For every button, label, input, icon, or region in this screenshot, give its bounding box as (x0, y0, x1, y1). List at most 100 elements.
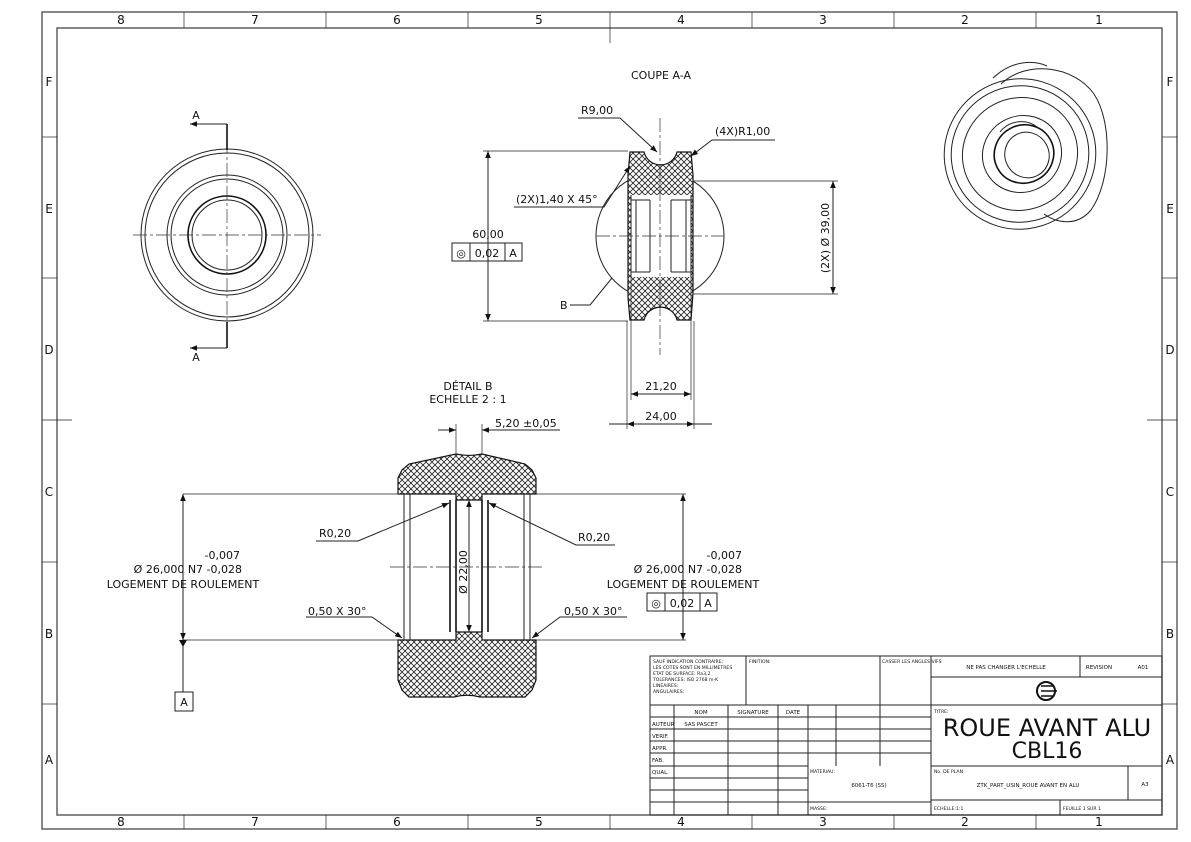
svg-text:FEUILLE 1 SUR 1: FEUILLE 1 SUR 1 (1063, 806, 1101, 812)
col-label: 4 (677, 13, 685, 27)
dim-radius: R0,20 (319, 527, 351, 540)
dim-radius: (4X)R1,00 (715, 125, 770, 138)
datum-symbol: A (174, 640, 194, 712)
detail-bottom-section (397, 631, 537, 698)
svg-text:FAB.: FAB. (652, 758, 664, 764)
company-logo (1036, 681, 1057, 701)
row-label: A (45, 753, 54, 767)
dim-diameter: Ø 22,00 (457, 550, 470, 594)
col-label: 6 (393, 815, 401, 829)
detail-scale: ECHELLE 2 : 1 (429, 393, 506, 406)
revision-label: REVISION (1086, 665, 1112, 671)
feature-control-frame: ◎ 0,02 A (451, 242, 523, 262)
section-mark: A (192, 351, 200, 364)
dim-width: 21,20 (645, 380, 677, 393)
svg-text:DATE: DATE (786, 710, 801, 716)
svg-text:No. DE PLAN: No. DE PLAN (934, 769, 963, 775)
col-label: 7 (251, 13, 259, 27)
detail-view: DÉTAIL B ECHELLE 2 : 1 5,20 ±0,05 Ø 22,0… (107, 380, 760, 712)
svg-text:0,02: 0,02 (475, 247, 500, 260)
detail-top-section (397, 453, 537, 501)
detail-title: DÉTAIL B (443, 380, 492, 393)
row-label: D (44, 343, 53, 357)
dim-chamfer: 0,50 X 30° (564, 605, 623, 618)
dim-tol-upper: -0,007 (205, 549, 240, 562)
col-label: 8 (117, 815, 125, 829)
svg-text:◎: ◎ (456, 247, 466, 260)
column-ticks (183, 12, 1037, 829)
sheet-frame: 8 7 6 5 4 3 2 1 8 7 6 5 4 3 2 1 F E D C … (41, 11, 1178, 830)
material-value: 6061-T6 (SS) (851, 783, 886, 789)
finish-label: FINITION: (749, 659, 771, 665)
author-name: SAS PASCET (684, 722, 718, 728)
col-label: 2 (961, 13, 969, 27)
svg-text:A: A (180, 696, 188, 709)
section-title: COUPE A-A (631, 69, 691, 82)
row-label: F (46, 75, 53, 89)
dim-radius: R0,20 (578, 531, 610, 544)
svg-text:LINEAIRES:: LINEAIRES: (653, 683, 679, 689)
detail-ref: B (560, 299, 568, 312)
isometric-view (943, 61, 1108, 230)
svg-text:MATERIAU:: MATERIAU: (810, 769, 836, 775)
row-label: D (1165, 343, 1174, 357)
col-label: 5 (535, 815, 543, 829)
svg-text:ANGULAIRES:: ANGULAIRES: (653, 689, 685, 695)
row-label: A (1166, 753, 1175, 767)
front-view: A A (133, 109, 321, 364)
svg-text:SIGNATURE: SIGNATURE (737, 710, 769, 716)
col-label: 2 (961, 815, 969, 829)
dim-bore: Ø 26,000 N7 -0,028 (634, 563, 742, 576)
scale-warning: NE PAS CHANGER L'ECHELLE (966, 665, 1046, 671)
dim-bore-note: LOGEMENT DE ROULEMENT (107, 578, 260, 591)
svg-text:VERIF.: VERIF. (652, 734, 669, 740)
row-label: C (1166, 485, 1174, 499)
col-label: 5 (535, 13, 543, 27)
dim-diameter: (2X) Ø 39,00 (819, 203, 832, 273)
svg-text:ETAT DE SURFACE: Ra3,2: ETAT DE SURFACE: Ra3,2 (653, 671, 710, 677)
plan-number: ZTK_PART_USIN_ROUE AVANT EN ALU (977, 783, 1080, 789)
dim-bore: Ø 26,000 N7 -0,028 (134, 563, 242, 576)
svg-text:0,02: 0,02 (670, 597, 695, 610)
dim-radius: R9,00 (581, 104, 613, 117)
dim-tol-upper: -0,007 (707, 549, 742, 562)
svg-text:QUAL.: QUAL. (652, 770, 669, 776)
section-arrow-top: A (190, 109, 228, 150)
svg-text:SAUF INDICATION CONTRAIRE:: SAUF INDICATION CONTRAIRE: (653, 659, 724, 665)
feature-control-frame: ◎ 0,02 A (646, 592, 718, 612)
svg-text:TOLERANCES: ISO 2768 m-K: TOLERANCES: ISO 2768 m-K (652, 677, 719, 683)
row-label: E (1166, 202, 1174, 216)
col-label: 4 (677, 815, 685, 829)
section-view: COUPE A-A 60,00 ◎ 0,02 A (451, 69, 838, 429)
dim-bore-note: LOGEMENT DE ROULEMENT (607, 578, 760, 591)
col-label: 1 (1095, 13, 1103, 27)
title-block: SAUF INDICATION CONTRAIRE: LES COTES SON… (649, 655, 1163, 816)
svg-text:ECHELLE:1:1: ECHELLE:1:1 (934, 806, 964, 812)
dim-chamfer: 0,50 X 30° (308, 605, 367, 618)
section-mark: A (192, 109, 200, 122)
svg-text:◎: ◎ (651, 597, 661, 610)
edges-label: CASSER LES ANGLES VIFS (882, 659, 942, 665)
section-arrow-bottom: A (190, 322, 228, 364)
col-label: 1 (1095, 815, 1103, 829)
col-label: 3 (819, 13, 827, 27)
col-label: 6 (393, 13, 401, 27)
svg-text:NOM: NOM (694, 710, 707, 716)
col-label: 8 (117, 13, 125, 27)
drawing-subtitle: CBL16 (1012, 739, 1083, 764)
row-label: C (45, 485, 53, 499)
dim-width: 24,00 (645, 410, 677, 423)
row-ticks (42, 136, 1177, 705)
sheet-size: A3 (1141, 782, 1149, 788)
dim-chamfer: (2X)1,40 X 45° (516, 193, 598, 206)
row-label: F (1167, 75, 1174, 89)
svg-text:AUTEUR: AUTEUR (652, 722, 675, 728)
drawing-title: ROUE AVANT ALU (943, 714, 1152, 742)
svg-text:A: A (704, 597, 712, 610)
col-label: 7 (251, 815, 259, 829)
row-label: E (45, 202, 53, 216)
revision-value: A01 (1138, 665, 1149, 671)
svg-text:APPR.: APPR. (652, 746, 668, 752)
svg-text:MASSE:: MASSE: (810, 806, 828, 812)
